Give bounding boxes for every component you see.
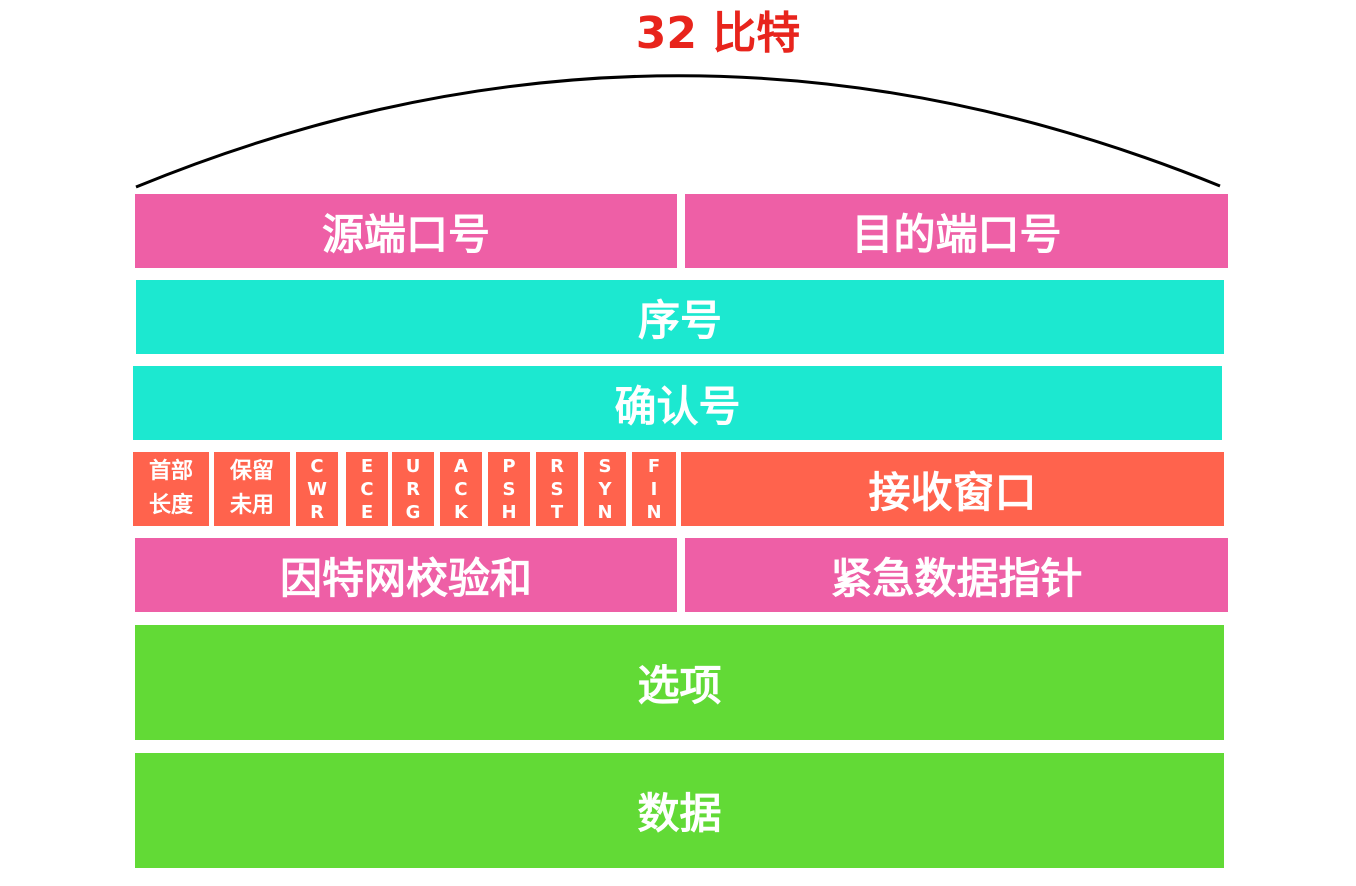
checksum-field: 因特网校验和 [135,538,677,612]
flag-ack-letter: C [454,478,468,500]
flag-urg-letter: G [405,501,421,523]
flag-rst-letter: S [550,478,564,500]
width-arc-line [135,74,1221,189]
flag-psh-letter: H [501,501,517,523]
reserved-line-1: 保留 [229,459,274,484]
sequence-number-field: 序号 [136,280,1224,354]
acknowledgment-number-field: 确认号 [133,366,1222,440]
flag-syn-letter: Y [598,478,612,500]
reserved-field: 保留 未用 [214,452,290,526]
flag-fin-letter: I [650,478,658,500]
flag-psh-letter: S [502,478,516,500]
flag-urg-letter: U [405,455,421,477]
destination-port-field: 目的端口号 [685,194,1228,268]
flag-syn-letter: N [597,501,613,523]
flag-ece-letter: C [360,478,374,500]
flag-cwr-letter: C [310,455,324,477]
flag-ack-letter: A [454,455,468,477]
reserved-line-2: 未用 [229,493,274,518]
header-length-line-1: 首部 [148,459,193,484]
flag-fin-letter: N [646,501,662,523]
width-brace-arc [135,74,1221,189]
source-port-field: 源端口号 [135,194,677,268]
flag-rst-letter: T [550,501,564,523]
flag-ack-letter: K [454,501,468,523]
data-field: 数据 [135,753,1224,868]
urgent-pointer-field: 紧急数据指针 [685,538,1228,612]
flag-syn-letter: S [598,455,612,477]
flag-cwr-letter: W [307,478,327,500]
diagram-title: 32 比特 [635,8,801,59]
flag-cwr-letter: R [310,501,324,523]
flag-urg-letter: R [406,478,420,500]
flag-fin-letter: F [647,455,661,477]
flag-ece-letter: E [360,501,374,523]
header-length-field: 首部 长度 [133,452,209,526]
receive-window-field: 接收窗口 [681,452,1224,526]
flag-psh-letter: P [502,455,516,477]
header-length-line-2: 长度 [148,493,193,518]
flag-rst-letter: R [550,455,564,477]
flag-ece-letter: E [360,455,374,477]
options-field: 选项 [135,625,1224,740]
